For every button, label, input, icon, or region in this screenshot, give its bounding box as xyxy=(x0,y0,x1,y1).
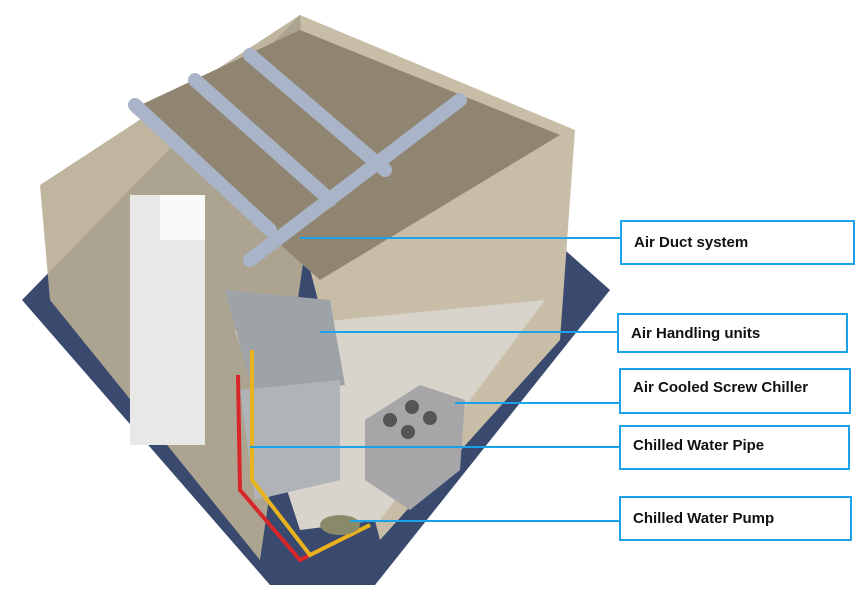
air-ducts xyxy=(128,48,467,267)
label-text: Chilled Water Pump xyxy=(633,510,775,527)
partition xyxy=(160,195,205,240)
air-handling-unit xyxy=(225,290,345,400)
chiller-fans xyxy=(383,400,437,439)
air-handling-unit xyxy=(240,380,340,500)
leader-line-ahu xyxy=(320,331,617,333)
leader-line-pump xyxy=(350,520,619,522)
label-text: Air Handling units xyxy=(631,324,761,342)
label-text: Air Cooled Screw Chiller xyxy=(633,379,809,396)
label-text: Chilled Water Pipe xyxy=(633,437,765,454)
upper-floor xyxy=(130,30,560,280)
chilled-water-pump xyxy=(320,515,360,535)
leader-line-pipe xyxy=(250,446,619,448)
label-air-cooled-screw-chiller: Air Cooled Screw Chiller xyxy=(619,368,851,414)
label-chilled-water-pump: Chilled Water Pump xyxy=(619,496,852,541)
label-air-handling-units: Air Handling units xyxy=(617,313,848,353)
chilled-water-pipe-yellow xyxy=(250,350,371,558)
label-air-duct-system: Air Duct system xyxy=(620,220,855,265)
label-chilled-water-pipe: Chilled Water Pipe xyxy=(619,425,850,470)
leader-line-chiller xyxy=(455,402,619,404)
leader-line-air-duct xyxy=(300,237,620,239)
label-text: Air Duct system xyxy=(634,234,749,251)
